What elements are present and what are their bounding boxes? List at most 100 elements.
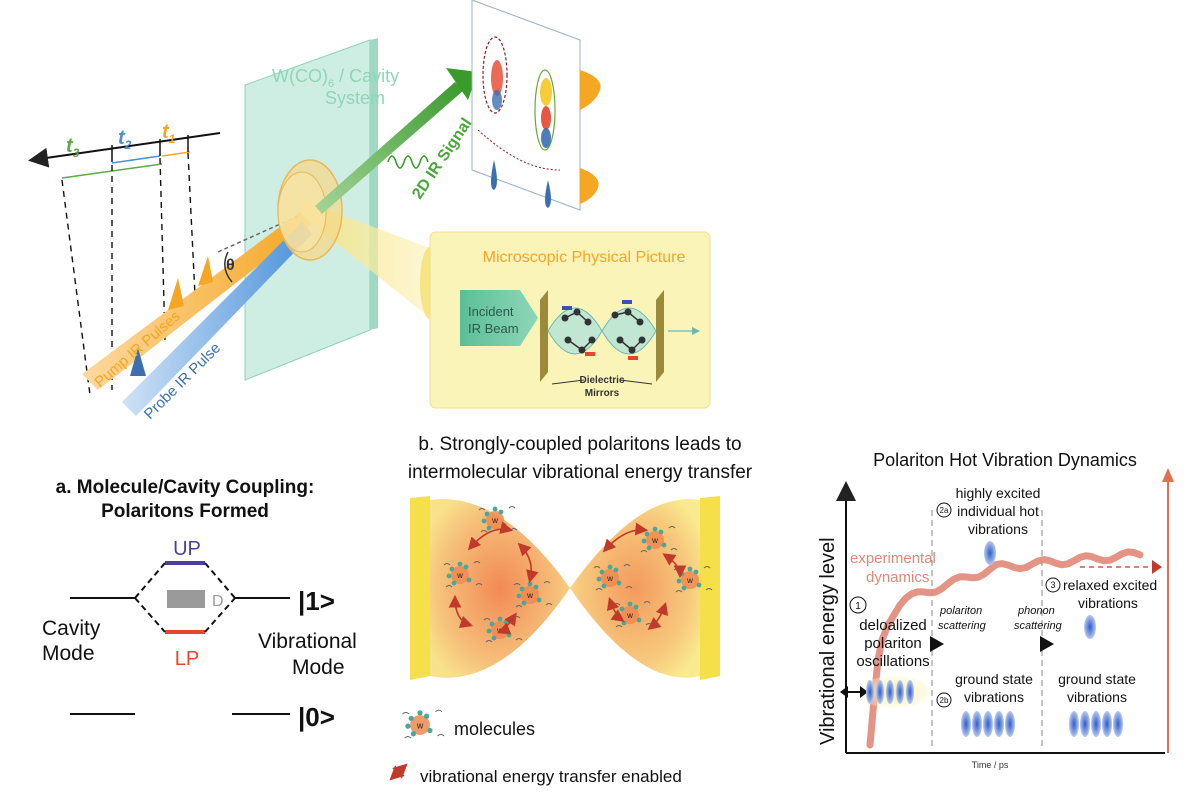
svg-text:Mode: Mode [42,642,95,665]
step-1-label: deloalized [859,617,927,634]
cavity-mirror-left [410,496,430,680]
vibration-blob [1069,711,1079,737]
molecule-icon: w [443,561,483,588]
svg-text:polariton: polariton [864,635,922,652]
mode-lobe-right [570,499,700,678]
molecule-icon: w [513,581,553,608]
legend-molecule-icon: w [402,709,445,739]
svg-text:dynamics: dynamics [866,569,929,586]
svg-text:Dielectric: Dielectric [579,375,624,386]
svg-text:scattering: scattering [1014,620,1063,632]
theta-label: θ [226,257,235,274]
experiment-setup: t3 t2 t1 θ W(CO)6 / Cavity System [28,0,711,423]
vibrational-mode-label: Vibrational [258,630,357,653]
vibration-blob [1091,711,1101,737]
transfer-arrow [606,596,625,622]
svg-text:w: w [416,720,424,730]
micro-title: Microscopic Physical Picture [483,249,686,266]
molecule-icon: w [613,601,653,628]
y-axis-label: Vibrational energy level [817,537,839,745]
svg-text:IR Beam: IR Beam [468,321,519,336]
vibration-blob [886,680,894,704]
transfer-arrow [448,594,474,629]
t3-label: t3 [66,135,80,160]
svg-text:w: w [606,574,613,583]
incident-beam [460,290,538,346]
micro-mode [547,307,657,355]
transfer-arrow [602,522,649,553]
vibration-blob [906,680,914,704]
pump-pulse [168,278,184,310]
phonon-scattering-label: phonon [1017,605,1055,617]
theta-arc [224,251,233,283]
vibration-blob [1080,711,1090,737]
legend-transfer: vibrational energy transfer enabled [420,767,682,786]
panel-a: a. Molecule/Cavity Coupling: Polaritons … [42,477,357,732]
panel-b-title: b. Strongly-coupled polaritons leads to [418,434,741,455]
microscopic-picture: Microscopic Physical Picture Incident IR… [429,231,711,409]
vibration-blob [1102,711,1112,737]
panel-a-subtitle: Polaritons Formed [101,501,269,522]
legend-molecules: molecules [454,719,535,739]
panel-b-subtitle: intermolecular vibrational energy transf… [408,462,753,483]
vibration-blob [961,711,971,737]
cavity-mode-label: Cavity [42,617,101,640]
dark-states [167,590,205,608]
t2-label: t2 [118,127,132,152]
svg-text:1: 1 [855,601,861,612]
legend-transfer-icon [389,763,408,781]
svg-text:3: 3 [1050,580,1055,590]
svg-text:vibrations: vibrations [1078,595,1138,611]
svg-text:w: w [686,576,693,585]
svg-text:2b: 2b [940,696,949,705]
vibration-blob [896,680,904,704]
up-label: UP [173,538,201,560]
panel-a-title: a. Molecule/Cavity Coupling: [56,477,315,498]
panel-c: Polariton Hot Vibration Dynamics Vibrati… [817,450,1174,770]
vibration-blob [983,711,993,737]
mirror-left [540,290,548,382]
svg-text:w: w [456,571,463,580]
d-label: D [212,593,224,610]
step-3-label: relaxed excited [1063,577,1157,593]
transfer-arrow [647,601,669,630]
svg-text:w: w [651,536,658,545]
relaxed-vibration-blob [1084,615,1096,639]
cavity-mirror-right [700,496,720,680]
vibration-blob [1005,711,1015,737]
svg-text:Incident: Incident [468,304,514,319]
transfer-arrow [467,521,514,551]
svg-text:w: w [491,516,498,525]
svg-text:scattering: scattering [938,620,987,632]
pump-beam [82,212,312,390]
vibration-blob [866,680,874,704]
svg-text:vibrations: vibrations [1067,689,1127,705]
step-2a-label: highly excited [956,485,1041,501]
t1-label: t1 [162,121,176,146]
lp-label: LP [175,648,199,670]
svg-text:individual hot: individual hot [957,503,1039,519]
step-2b-label: ground state [955,671,1033,687]
mirror-right [656,290,664,382]
pump-pulse [198,256,213,286]
svg-text:oscillations: oscillations [856,653,929,670]
probe-pulse [130,348,146,376]
svg-text:2a: 2a [940,506,949,515]
molecule-icon: w [593,564,633,591]
panel-b: b. Strongly-coupled polaritons leads to … [389,434,753,786]
2d-ir-spectrum [471,0,601,211]
system-label: W(CO)6 / Cavity [272,66,399,90]
svg-text:w: w [626,611,633,620]
ket-0: |0> [298,702,335,732]
ground-right-label: ground state [1058,671,1136,687]
svg-text:w: w [526,591,533,600]
vibration-blob [972,711,982,737]
molecule-icon: w [402,709,445,739]
transfer-arrow [662,553,687,579]
x-axis-label: Time / ps [972,760,1009,770]
svg-text:vibrations: vibrations [968,521,1028,537]
vibration-blob [1113,711,1123,737]
panel-c-title: Polariton Hot Vibration Dynamics [873,450,1137,470]
mode-lobe-left [430,499,570,678]
